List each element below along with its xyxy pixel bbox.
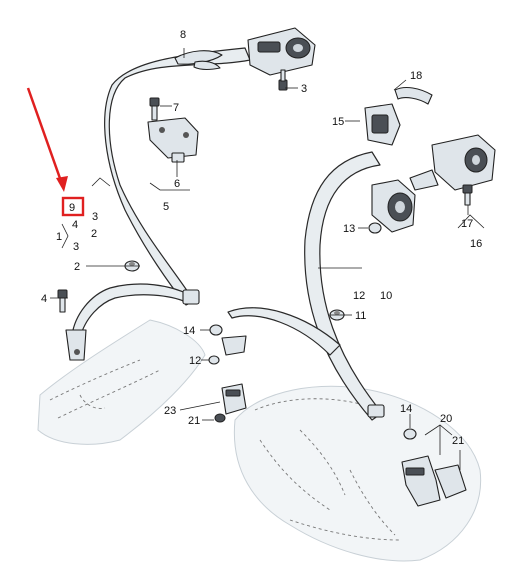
guide-part-15 [364,103,401,146]
buckle-part-23 [214,383,247,423]
label-4-left: 4 [41,293,47,305]
belt-end-fitting [182,289,200,305]
leader-lines [50,48,485,470]
red-pointer-arrow [26,87,68,192]
label-21-lower: 21 [188,415,200,427]
label-3-mid: 3 [92,211,98,223]
label-21-right: 21 [452,435,464,447]
label-3-upper: 3 [301,83,307,95]
label-23: 23 [164,405,176,417]
label-17: 17 [461,218,473,230]
right-seat-bench [233,385,482,562]
label-16: 16 [470,238,482,250]
nut-part-13 [368,222,382,234]
label-7: 7 [173,102,179,114]
buckle-part-20 [401,455,467,507]
label-8: 8 [180,29,186,41]
left-retractor [247,27,316,76]
label-5: 5 [163,201,169,213]
label-1: 1 [56,231,62,243]
nut-part-14-right [403,428,417,440]
retractor-part-16 [409,134,496,191]
label-4-mid: 4 [72,219,78,231]
label-13: 13 [343,223,355,235]
label-15: 15 [332,116,344,128]
bolt-part-7 [149,97,160,121]
highlight-box [61,196,85,217]
clip-part-8 [174,50,223,70]
bolt-part-4-left [57,289,68,313]
label-14-right: 14 [400,403,412,415]
part-labels: 8 3 7 6 5 9 3 4 2 1 3 2 4 18 15 17 16 13… [41,29,482,447]
label-12-lower: 12 [189,355,201,367]
cover-part-18 [394,86,433,105]
label-14-middle: 14 [183,325,195,337]
label-9: 9 [69,202,75,214]
left-seat-cushion [37,319,206,445]
label-12-right: 12 [353,290,365,302]
bolt-part-17 [462,184,473,206]
nut-part-14-middle [209,324,223,336]
label-2-mid: 2 [91,228,97,240]
clip-part-6 [171,152,185,163]
bracket-part-5 [147,117,199,159]
label-11: 11 [355,310,366,322]
left-seat-belt [65,47,251,361]
right-seat-belt [221,151,385,421]
label-3-lower: 3 [73,241,79,253]
retractor-part-10 [371,179,416,233]
label-6: 6 [174,178,180,190]
nut-part-12-lower [208,355,220,365]
label-18: 18 [410,70,422,82]
belt-anchor-plate [65,329,87,361]
bolt-part-3-upper [278,69,288,91]
label-20: 20 [440,413,452,425]
label-2-lower: 2 [74,261,80,273]
label-10: 10 [380,290,392,302]
